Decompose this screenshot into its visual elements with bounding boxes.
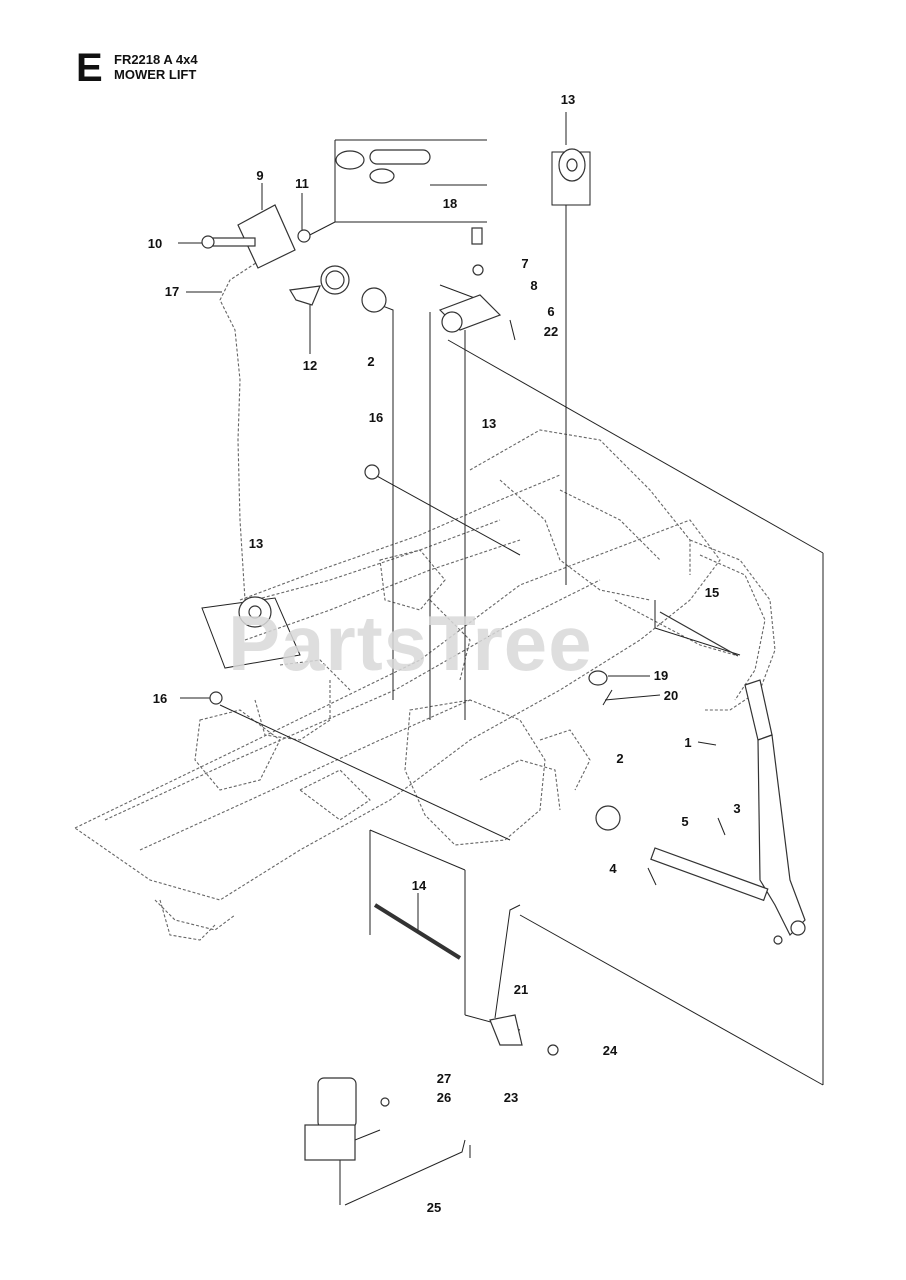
lift-chain <box>219 254 269 601</box>
callout-2-lower: 2 <box>616 751 623 766</box>
callout-3: 3 <box>733 801 740 816</box>
callout-15: 15 <box>705 585 719 600</box>
callout-13-lower: 13 <box>249 536 263 551</box>
callout-7: 7 <box>521 256 528 271</box>
callout-1: 1 <box>684 735 691 750</box>
callout-17: 17 <box>165 284 179 299</box>
callout-27: 27 <box>437 1071 451 1086</box>
callout-21: 21 <box>514 982 528 997</box>
callout-10: 10 <box>148 236 162 251</box>
callout-16-lower: 16 <box>153 691 167 706</box>
callout-labels: 13 9 11 18 10 7 8 6 22 17 12 2 16 13 13 … <box>148 92 741 1215</box>
watermark: PartsTree <box>228 599 593 687</box>
callout-9: 9 <box>256 168 263 183</box>
section-letter: E <box>76 46 103 90</box>
callout-11: 11 <box>295 176 309 191</box>
callout-12: 12 <box>303 358 317 373</box>
tractor-frame <box>73 429 776 941</box>
callout-24: 24 <box>603 1043 618 1058</box>
parts <box>201 148 806 1206</box>
callout-8: 8 <box>530 278 537 293</box>
callout-4: 4 <box>609 861 617 876</box>
diagram-title: MOWER LIFT <box>114 67 197 82</box>
callout-25: 25 <box>427 1200 441 1215</box>
callout-20: 20 <box>664 688 678 703</box>
diagram-header: FR2218 A 4x4 MOWER LIFT <box>114 52 198 82</box>
callout-2-upper: 2 <box>367 354 374 369</box>
callout-13-middle: 13 <box>482 416 496 431</box>
callout-18: 18 <box>443 196 457 211</box>
callout-5: 5 <box>681 814 688 829</box>
callout-22: 22 <box>544 324 558 339</box>
lift-chain-run <box>261 519 501 599</box>
callout-16-upper: 16 <box>369 410 383 425</box>
callout-23: 23 <box>504 1090 518 1105</box>
callout-26: 26 <box>437 1090 451 1105</box>
callout-13-top: 13 <box>561 92 575 107</box>
model-number: FR2218 A 4x4 <box>114 52 198 67</box>
callout-6: 6 <box>547 304 554 319</box>
callout-19: 19 <box>654 668 668 683</box>
callout-14: 14 <box>412 878 427 893</box>
